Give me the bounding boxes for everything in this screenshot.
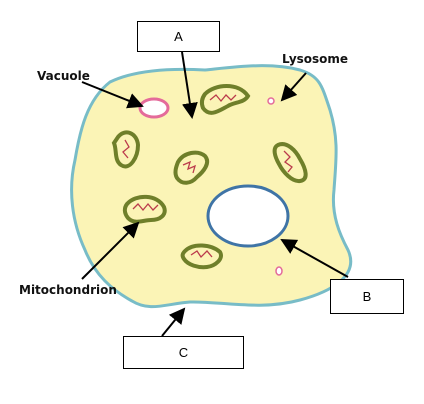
lysosome [267, 97, 275, 105]
mito-arrow [81, 221, 140, 280]
mitochondrion [173, 150, 210, 185]
a-arrow [181, 51, 198, 119]
mitochondrion [111, 130, 141, 169]
vacuole-label: Vacuole [37, 69, 90, 83]
vacuole-arrow [81, 81, 144, 109]
lysosome [275, 266, 283, 276]
mitochondrion [122, 194, 167, 224]
vacuole [138, 97, 170, 119]
answer-box-b[interactable]: B [330, 279, 404, 314]
mitochondrion [272, 142, 308, 184]
mitochondrion [199, 84, 251, 115]
answer-box-c[interactable]: C [123, 336, 244, 369]
lysosome-arrow [280, 72, 307, 102]
b-arrow [280, 239, 349, 278]
nucleus [206, 184, 290, 248]
mitochondrion-label: Mitochondrion [19, 283, 117, 297]
c-arrow [161, 307, 186, 337]
answer-box-a[interactable]: A [137, 21, 220, 52]
mitochondrion [180, 243, 223, 270]
lysosome-label: Lysosome [282, 52, 349, 66]
